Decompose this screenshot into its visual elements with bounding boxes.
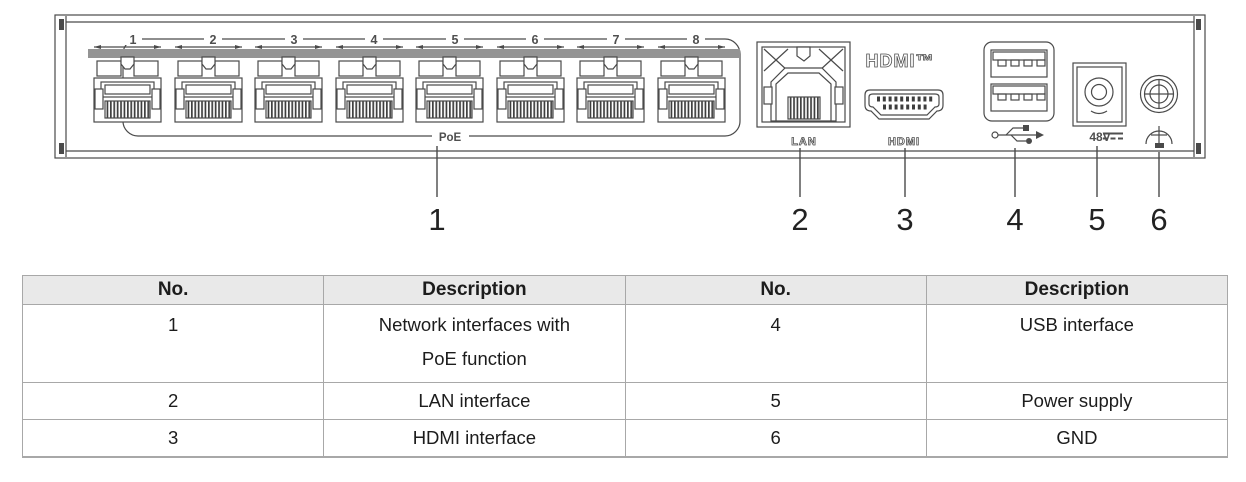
cell-no: 3 [21,419,325,457]
port-number-2: 2 [210,33,217,47]
callout-4: 4 [1006,202,1023,237]
cell-description: HDMI interface [323,419,626,457]
lan-port: LAN [756,41,851,148]
legend-row-3: 3 HDMI interface 6 GND [21,419,1229,457]
poe-port-group: 1 2 3 4 5 6 7 8 PoE [88,33,741,144]
header-no-left: No. [21,275,325,305]
dc-voltage-icon [1103,132,1123,140]
hdmi-port-label: HDMI [888,136,920,148]
header-no-right: No. [624,275,927,305]
poe-label: PoE [439,132,462,144]
hdmi-logo: HDMI™ [866,51,935,71]
callout-leaders [436,146,1160,197]
legend-table: No. Description No. Description 1 Networ… [21,275,1229,458]
cell-no: 4 [624,304,927,383]
legend-header-row: No. Description No. Description [21,275,1229,305]
lan-label: LAN [791,136,817,148]
cell-no: 6 [624,419,927,457]
callout-1: 1 [428,202,445,237]
power-voltage-label: 48V [1089,130,1110,144]
cell-description: Network interfaces with PoE function [323,304,626,383]
legend-row-2: 2 LAN interface 5 Power supply [21,382,1229,420]
callout-numbers: 1 2 3 4 5 6 [428,202,1167,237]
mounting-rail [88,49,740,58]
rear-panel-diagram: 1 2 3 4 5 6 7 8 PoE LAN HDMI™ HD [54,14,1206,237]
callout-6: 6 [1150,202,1167,237]
callout-5: 5 [1088,202,1105,237]
port-number-1: 1 [130,33,137,47]
chassis [54,14,1206,159]
legend-row-1: 1 Network interfaces with PoE function 4… [21,304,1229,383]
port-number-8: 8 [693,33,700,47]
gnd-terminal [1139,74,1179,148]
usb-ports [983,41,1055,144]
hdmi-port: HDMI™ HDMI [864,51,944,148]
port-number-6: 6 [532,33,539,47]
port-number-3: 3 [291,33,298,47]
cell-description: LAN interface [323,382,626,420]
usb-trident-icon [991,125,1044,144]
callout-2: 2 [791,202,808,237]
cell-no: 2 [21,382,325,420]
cell-description: GND [925,419,1229,457]
poe-port-numbers: 1 2 3 4 5 6 7 8 [124,33,705,47]
port-number-5: 5 [452,33,459,47]
header-description-right: Description [925,275,1229,305]
cell-no: 1 [21,304,325,383]
port-number-7: 7 [613,33,620,47]
cell-description: USB interface [925,304,1229,383]
power-jack: 48V [1072,62,1127,144]
cell-description: Power supply [925,382,1229,420]
callout-3: 3 [896,202,913,237]
screw-head-icon [1139,74,1179,114]
header-description-left: Description [323,275,626,305]
ground-icon [1145,126,1173,148]
cell-no: 5 [624,382,927,420]
port-number-4: 4 [371,33,378,47]
